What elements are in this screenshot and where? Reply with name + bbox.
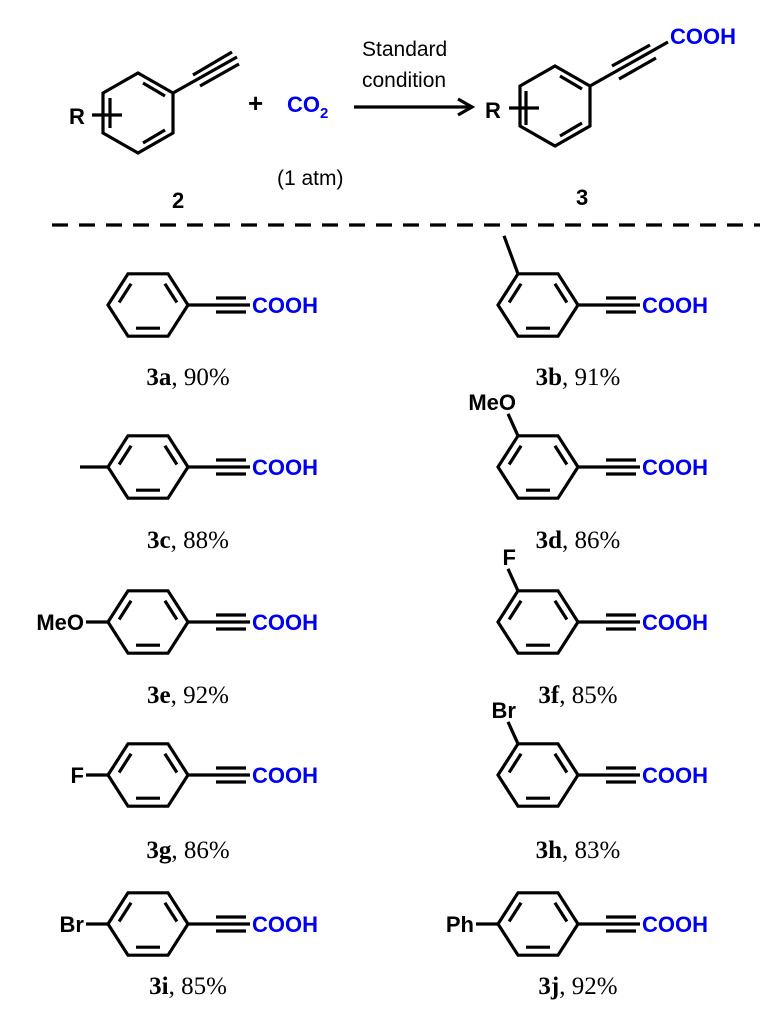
acid-group: COOH [642, 455, 708, 480]
product-3a: COOH 3a, 90% [106, 272, 318, 391]
product-3j: COOH Ph 3j, 92% [446, 891, 708, 1000]
alkyne-bond [611, 43, 651, 68]
acid-group: COOH [252, 763, 318, 788]
double-bond-inner [507, 901, 523, 923]
substituent-bond [506, 413, 520, 437]
double-bond-inner [117, 599, 133, 621]
double-bond-inner [507, 282, 523, 304]
product-3e: COOH MeO 3e, 92% [36, 589, 318, 709]
substituent-r: R [69, 104, 85, 129]
double-bond-inner [117, 282, 133, 304]
benzene-ring [496, 434, 580, 500]
product-3c: COOH 3c, 88% [80, 434, 318, 554]
benzene-ring [496, 742, 580, 808]
compound-label: 3f, 85% [538, 682, 617, 709]
acid-group: COOH [252, 455, 318, 480]
product-3h: COOH Br 3h, 83% [492, 698, 708, 864]
double-bond-inner [163, 282, 179, 304]
condition-line-2: condition [362, 69, 446, 92]
acid-group: COOH [252, 610, 318, 635]
double-bond-inner [507, 752, 523, 774]
compound-label: 3e, 92% [147, 682, 229, 709]
reactant-label: 2 [172, 188, 184, 213]
alkyne-bond [199, 62, 240, 88]
compound-label: 3c, 88% [147, 527, 229, 554]
benzene-ring [496, 272, 580, 338]
double-bond-inner [142, 128, 166, 145]
product-3i: COOH Br 3i, 85% [60, 891, 318, 1000]
benzene-ring [496, 589, 580, 655]
product-3d: COOH MeO 3d, 86% [468, 390, 708, 554]
product-label: 3 [576, 185, 588, 210]
reactant-2-structure: R 2 [69, 50, 240, 213]
double-bond-inner [163, 752, 179, 774]
co2-formula: CO2 [287, 92, 328, 122]
double-bond-inner [142, 81, 166, 98]
acid-group: COOH [642, 293, 708, 318]
acid-group: COOH [642, 912, 708, 937]
substituent-bond [506, 721, 520, 745]
product-3f: COOH F 3f, 85% [496, 545, 708, 709]
double-bond-inner [553, 282, 569, 304]
double-bond-inner [507, 444, 523, 466]
compound-label: 3d, 86% [536, 527, 621, 554]
compound-label: 3a, 90% [146, 364, 229, 391]
alkyne-bond [192, 50, 233, 77]
plus-sign: + [248, 88, 263, 118]
acid-group: COOH [670, 24, 736, 49]
double-bond-inner [559, 74, 583, 91]
acid-group: COOH [252, 293, 318, 318]
substituent-r: R [485, 98, 501, 123]
double-bond-inner [163, 901, 179, 923]
substituent-br: Br [60, 912, 85, 937]
double-bond-inner [559, 121, 583, 138]
compound-label: 3i, 85% [149, 973, 227, 1000]
double-bond-inner [117, 752, 133, 774]
benzene-ring [101, 71, 175, 155]
compound-label: 3j, 92% [538, 973, 617, 1000]
substituent-f: F [71, 763, 84, 788]
methyl-bond [502, 235, 520, 275]
double-bond-inner [163, 599, 179, 621]
double-bond-inner [163, 444, 179, 466]
double-bond-inner [507, 599, 523, 621]
double-bond-inner [553, 901, 569, 923]
double-bond-inner [553, 444, 569, 466]
acid-group: COOH [252, 912, 318, 937]
co2-reagent: CO2 (1 atm) [277, 92, 344, 190]
benzene-ring [518, 64, 592, 148]
product-3b: COOH 3b, 91% [496, 235, 708, 391]
substituent-meo: MeO [36, 610, 84, 635]
substituent-br: Br [492, 698, 517, 723]
alkyne-bond [618, 56, 657, 81]
double-bond-inner [553, 752, 569, 774]
product-3-structure: R COOH 3 [485, 24, 736, 210]
double-bond-inner [117, 901, 133, 923]
substituent-f: F [503, 545, 516, 570]
acid-group: COOH [642, 610, 708, 635]
compound-label: 3g, 86% [146, 837, 229, 864]
product-grid: COOH 3a, 90% COOH 3b, 91% COOH 3c, 88% COOH MeO… [36, 235, 708, 1000]
condition-line-1: Standard [362, 38, 447, 61]
alkyne-bond [589, 40, 669, 88]
reaction-arrow: Standard condition [354, 38, 476, 117]
double-bond-inner [553, 599, 569, 621]
pressure-label: (1 atm) [277, 167, 344, 190]
arrow-head [457, 97, 476, 117]
compound-label: 3h, 83% [536, 837, 621, 864]
acid-group: COOH [642, 763, 708, 788]
compound-label: 3b, 91% [536, 364, 621, 391]
substituent-ph: Ph [446, 912, 474, 937]
substituent-bond [506, 568, 520, 592]
alkyne-bond [172, 55, 238, 95]
double-bond-inner [117, 444, 133, 466]
benzene-ring [106, 272, 190, 338]
substituent-meo: MeO [468, 390, 516, 415]
product-3g: COOH F 3g, 86% [71, 742, 318, 864]
